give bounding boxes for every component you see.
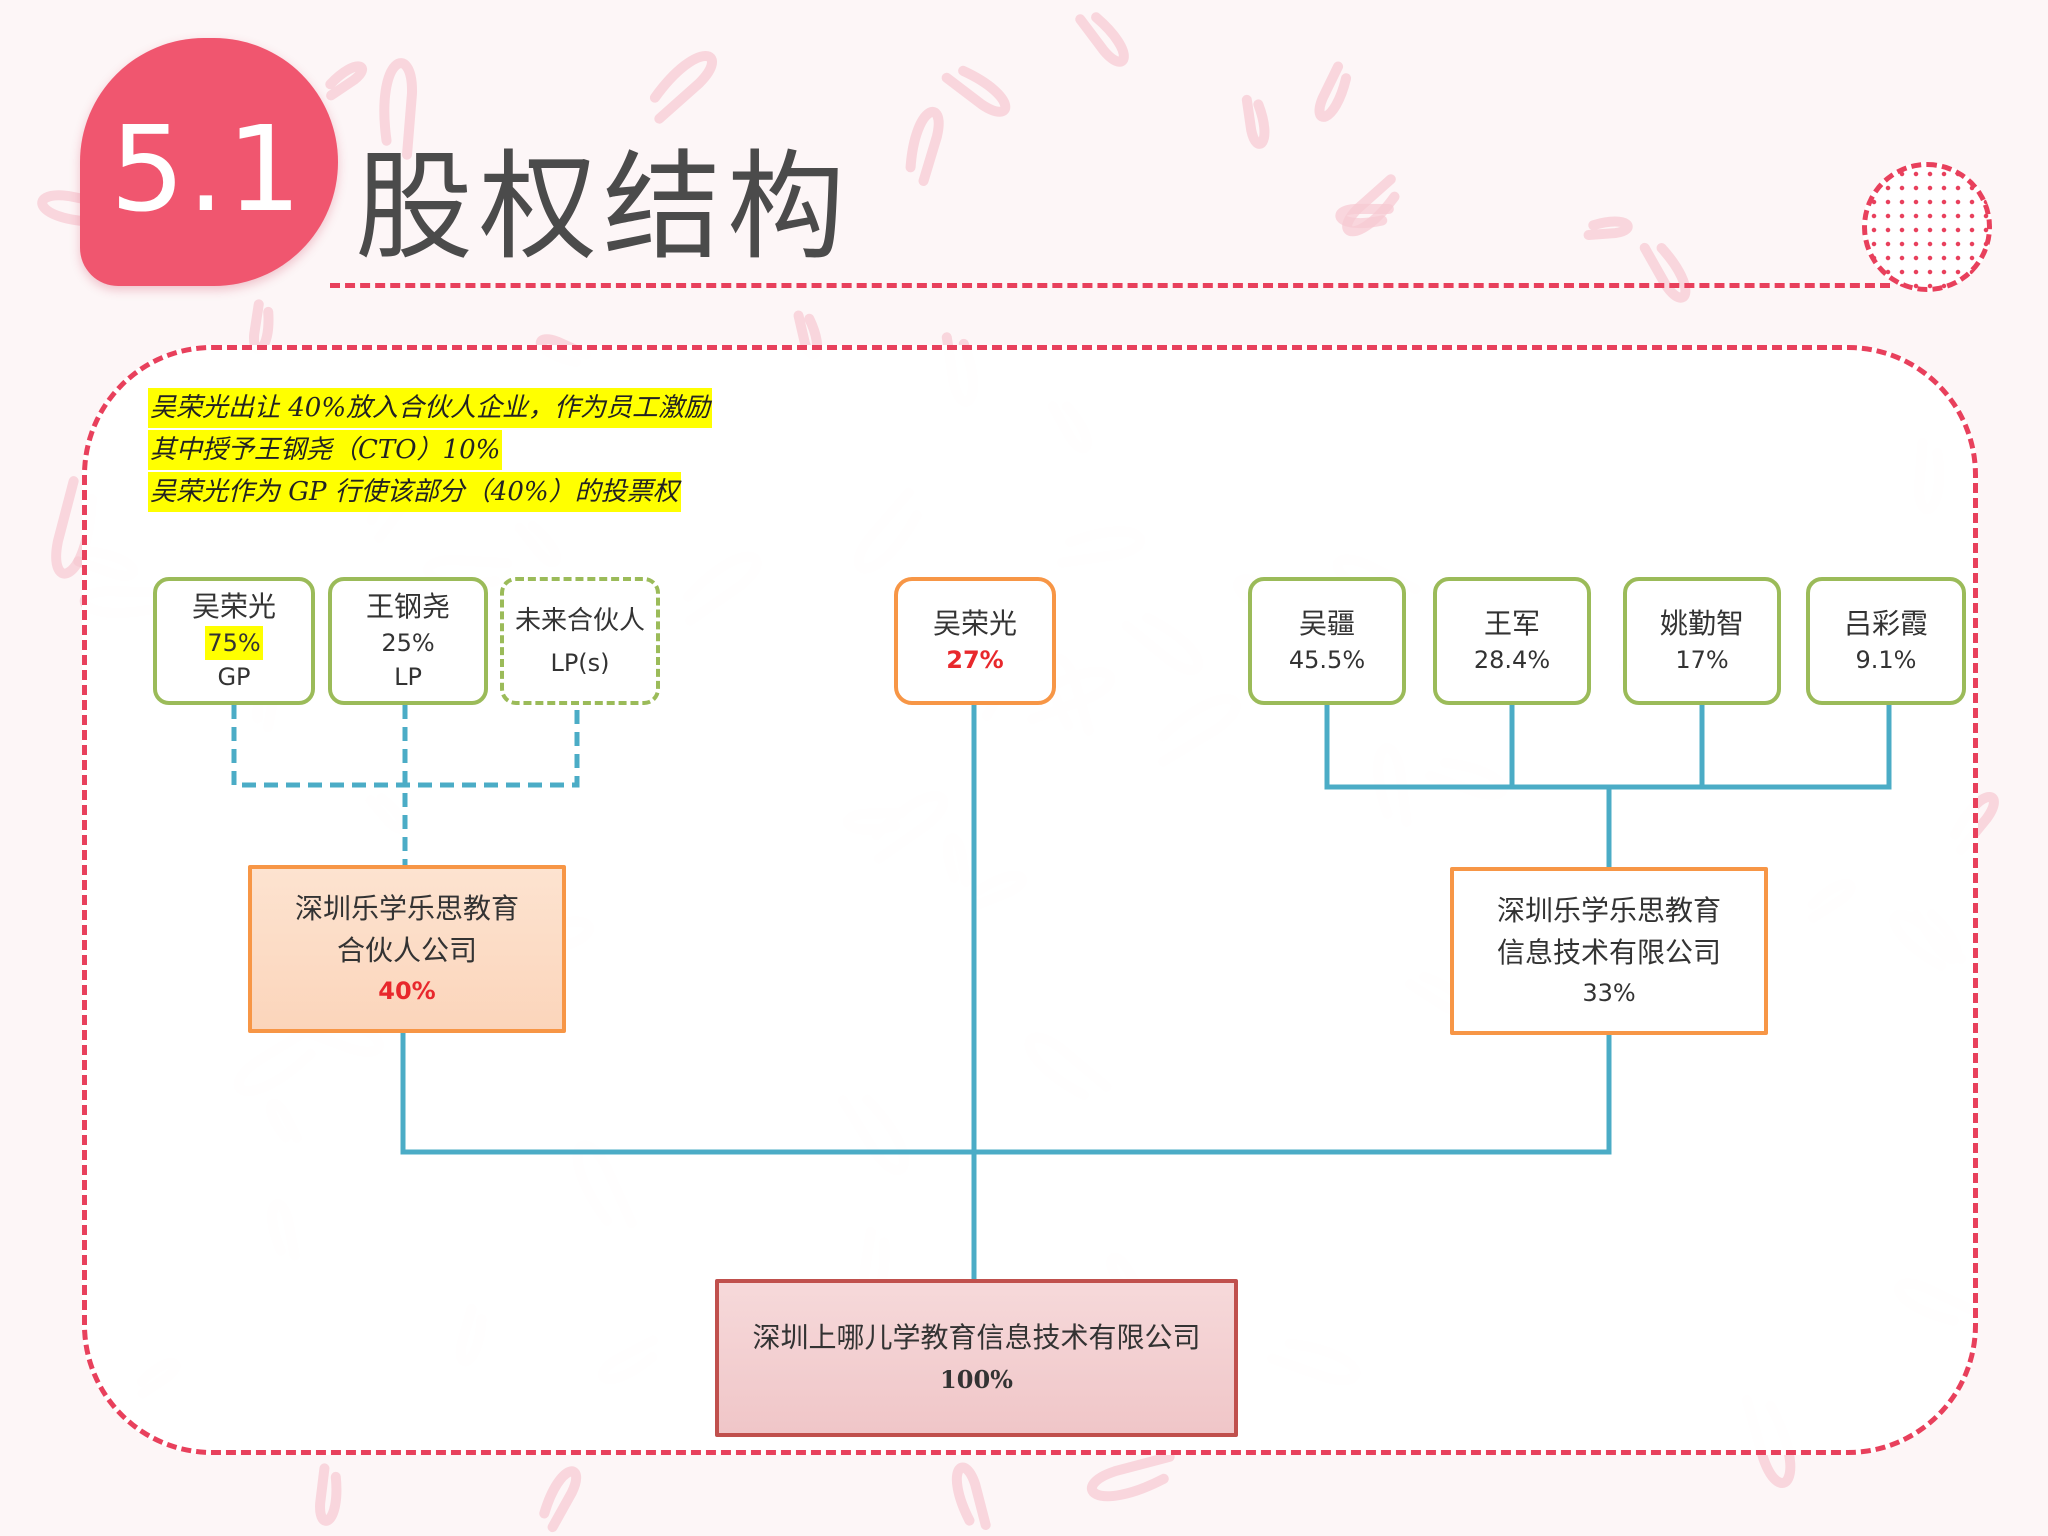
company-share: 40% [378, 977, 436, 1005]
company-name-line: 深圳乐学乐思教育 [294, 892, 519, 925]
partner-name: 吴荣光 [191, 590, 276, 623]
ribbon-decoration [539, 1466, 582, 1533]
notes-block: 吴荣光出让 40%放入合伙人企业，作为员工激励 其中授予王钢尧（CTO）10% … [148, 388, 713, 514]
company-name-line: 合伙人公司 [336, 934, 477, 967]
shareholder-box: 王军 28.4% [1433, 577, 1591, 705]
shareholder-box: 姚勤智 17% [1623, 577, 1781, 705]
note-line: 吴荣光出让 40%放入合伙人企业，作为员工激励 [148, 388, 713, 428]
title-divider [330, 283, 1890, 288]
section-badge [80, 38, 338, 286]
partner-box-future-partners: 未来合伙人 LP(s) [500, 577, 660, 705]
ribbon-decoration [1314, 61, 1352, 122]
partner-share: 75% [205, 626, 263, 660]
ribbon-decoration [1075, 12, 1129, 67]
founder-share: 27% [946, 646, 1004, 674]
ribbon-decoration [249, 299, 274, 355]
dotted-circle-decoration [1862, 162, 1992, 292]
ribbon-decoration [905, 107, 944, 186]
ribbon-decoration [1583, 216, 1633, 241]
ribbon-decoration [1335, 203, 1394, 229]
ribbon-decoration [649, 51, 717, 124]
target-company-share: 100% [940, 1365, 1013, 1394]
ribbon-decoration [941, 65, 1011, 117]
shareholder-name: 吴疆 [1298, 607, 1355, 640]
founder-box: 吴荣光 27% [894, 577, 1056, 705]
note-line: 吴荣光作为 GP 行使该部分（40%）的投票权 [148, 472, 681, 512]
page-title: 股权结构 [355, 138, 852, 276]
partner-company-box: 深圳乐学乐思教育 合伙人公司 40% [248, 865, 566, 1033]
company-share: 33% [1582, 979, 1636, 1007]
shareholder-share: 28.4% [1473, 646, 1551, 674]
ribbon-decoration [325, 61, 367, 101]
partner-role: LP(s) [550, 649, 610, 677]
company-name-line: 信息技术有限公司 [1496, 936, 1721, 969]
partner-box-wang-gangyao: 王钢尧 25% LP [328, 577, 488, 705]
shareholder-share: 45.5% [1288, 646, 1366, 674]
partner-box-wu-rongguang: 吴荣光 75% GP [153, 577, 315, 705]
shareholder-share: 17% [1675, 646, 1729, 674]
ribbon-decoration [315, 1463, 342, 1526]
company-name-line: 深圳乐学乐思教育 [1496, 894, 1721, 927]
shareholder-share: 9.1% [1855, 646, 1917, 674]
ribbon-decoration [379, 58, 417, 160]
ribbon-decoration [1639, 242, 1691, 303]
partner-name: 王钢尧 [365, 590, 450, 623]
partner-name: 未来合伙人 [514, 606, 645, 636]
target-company-box: 深圳上哪儿学教育信息技术有限公司 100% [715, 1279, 1238, 1437]
partner-role: GP [217, 663, 251, 691]
partner-role: LP [394, 663, 422, 691]
shareholder-box: 吴疆 45.5% [1248, 577, 1406, 705]
tech-company-box: 深圳乐学乐思教育 信息技术有限公司 33% [1450, 867, 1768, 1035]
target-company-name: 深圳上哪儿学教育信息技术有限公司 [752, 1321, 1201, 1354]
note-line: 其中授予王钢尧（CTO）10% [148, 430, 503, 470]
shareholder-box: 吕彩霞 9.1% [1806, 577, 1966, 705]
shareholder-name: 吕彩霞 [1843, 607, 1928, 640]
ribbon-decoration [951, 1462, 991, 1530]
section-number: 5.1 [110, 100, 304, 238]
shareholder-name: 姚勤智 [1659, 607, 1744, 640]
shareholder-name: 王军 [1483, 607, 1540, 640]
founder-name: 吴荣光 [932, 607, 1017, 640]
partner-share: 25% [381, 629, 435, 657]
ribbon-decoration [1241, 94, 1270, 149]
ribbon-decoration [1087, 1451, 1175, 1502]
